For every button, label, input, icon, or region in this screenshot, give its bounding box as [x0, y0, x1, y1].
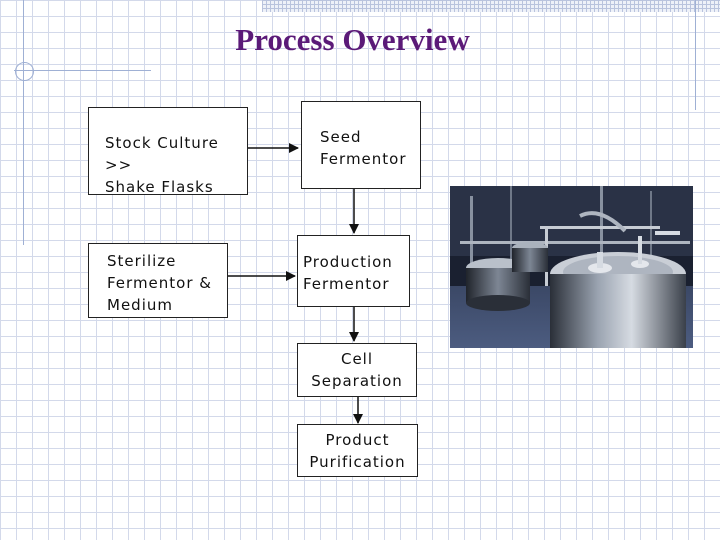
- corner-circle-decoration: [15, 62, 34, 81]
- production-fermentor-box: Production Fermentor: [297, 235, 410, 307]
- slide-title: Process Overview: [235, 22, 470, 57]
- photo-illustration: [450, 186, 693, 348]
- sterilize-box: Sterilize Fermentor & Medium: [88, 243, 228, 318]
- product-purification-box: Product Purification: [297, 424, 418, 477]
- fermentation-tanks-photo: [450, 186, 693, 348]
- stock-culture-box: Stock Culture >> Shake Flasks: [88, 107, 248, 196]
- cell-separation-box: Cell Separation: [297, 343, 417, 397]
- left-vertical-rule: [23, 0, 24, 245]
- right-vertical-rule: [695, 0, 696, 110]
- seed-fermentor-box: Seed Fermentor: [301, 101, 421, 189]
- header-stripe-decoration: [262, 0, 720, 12]
- left-horizontal-rule: [14, 70, 151, 71]
